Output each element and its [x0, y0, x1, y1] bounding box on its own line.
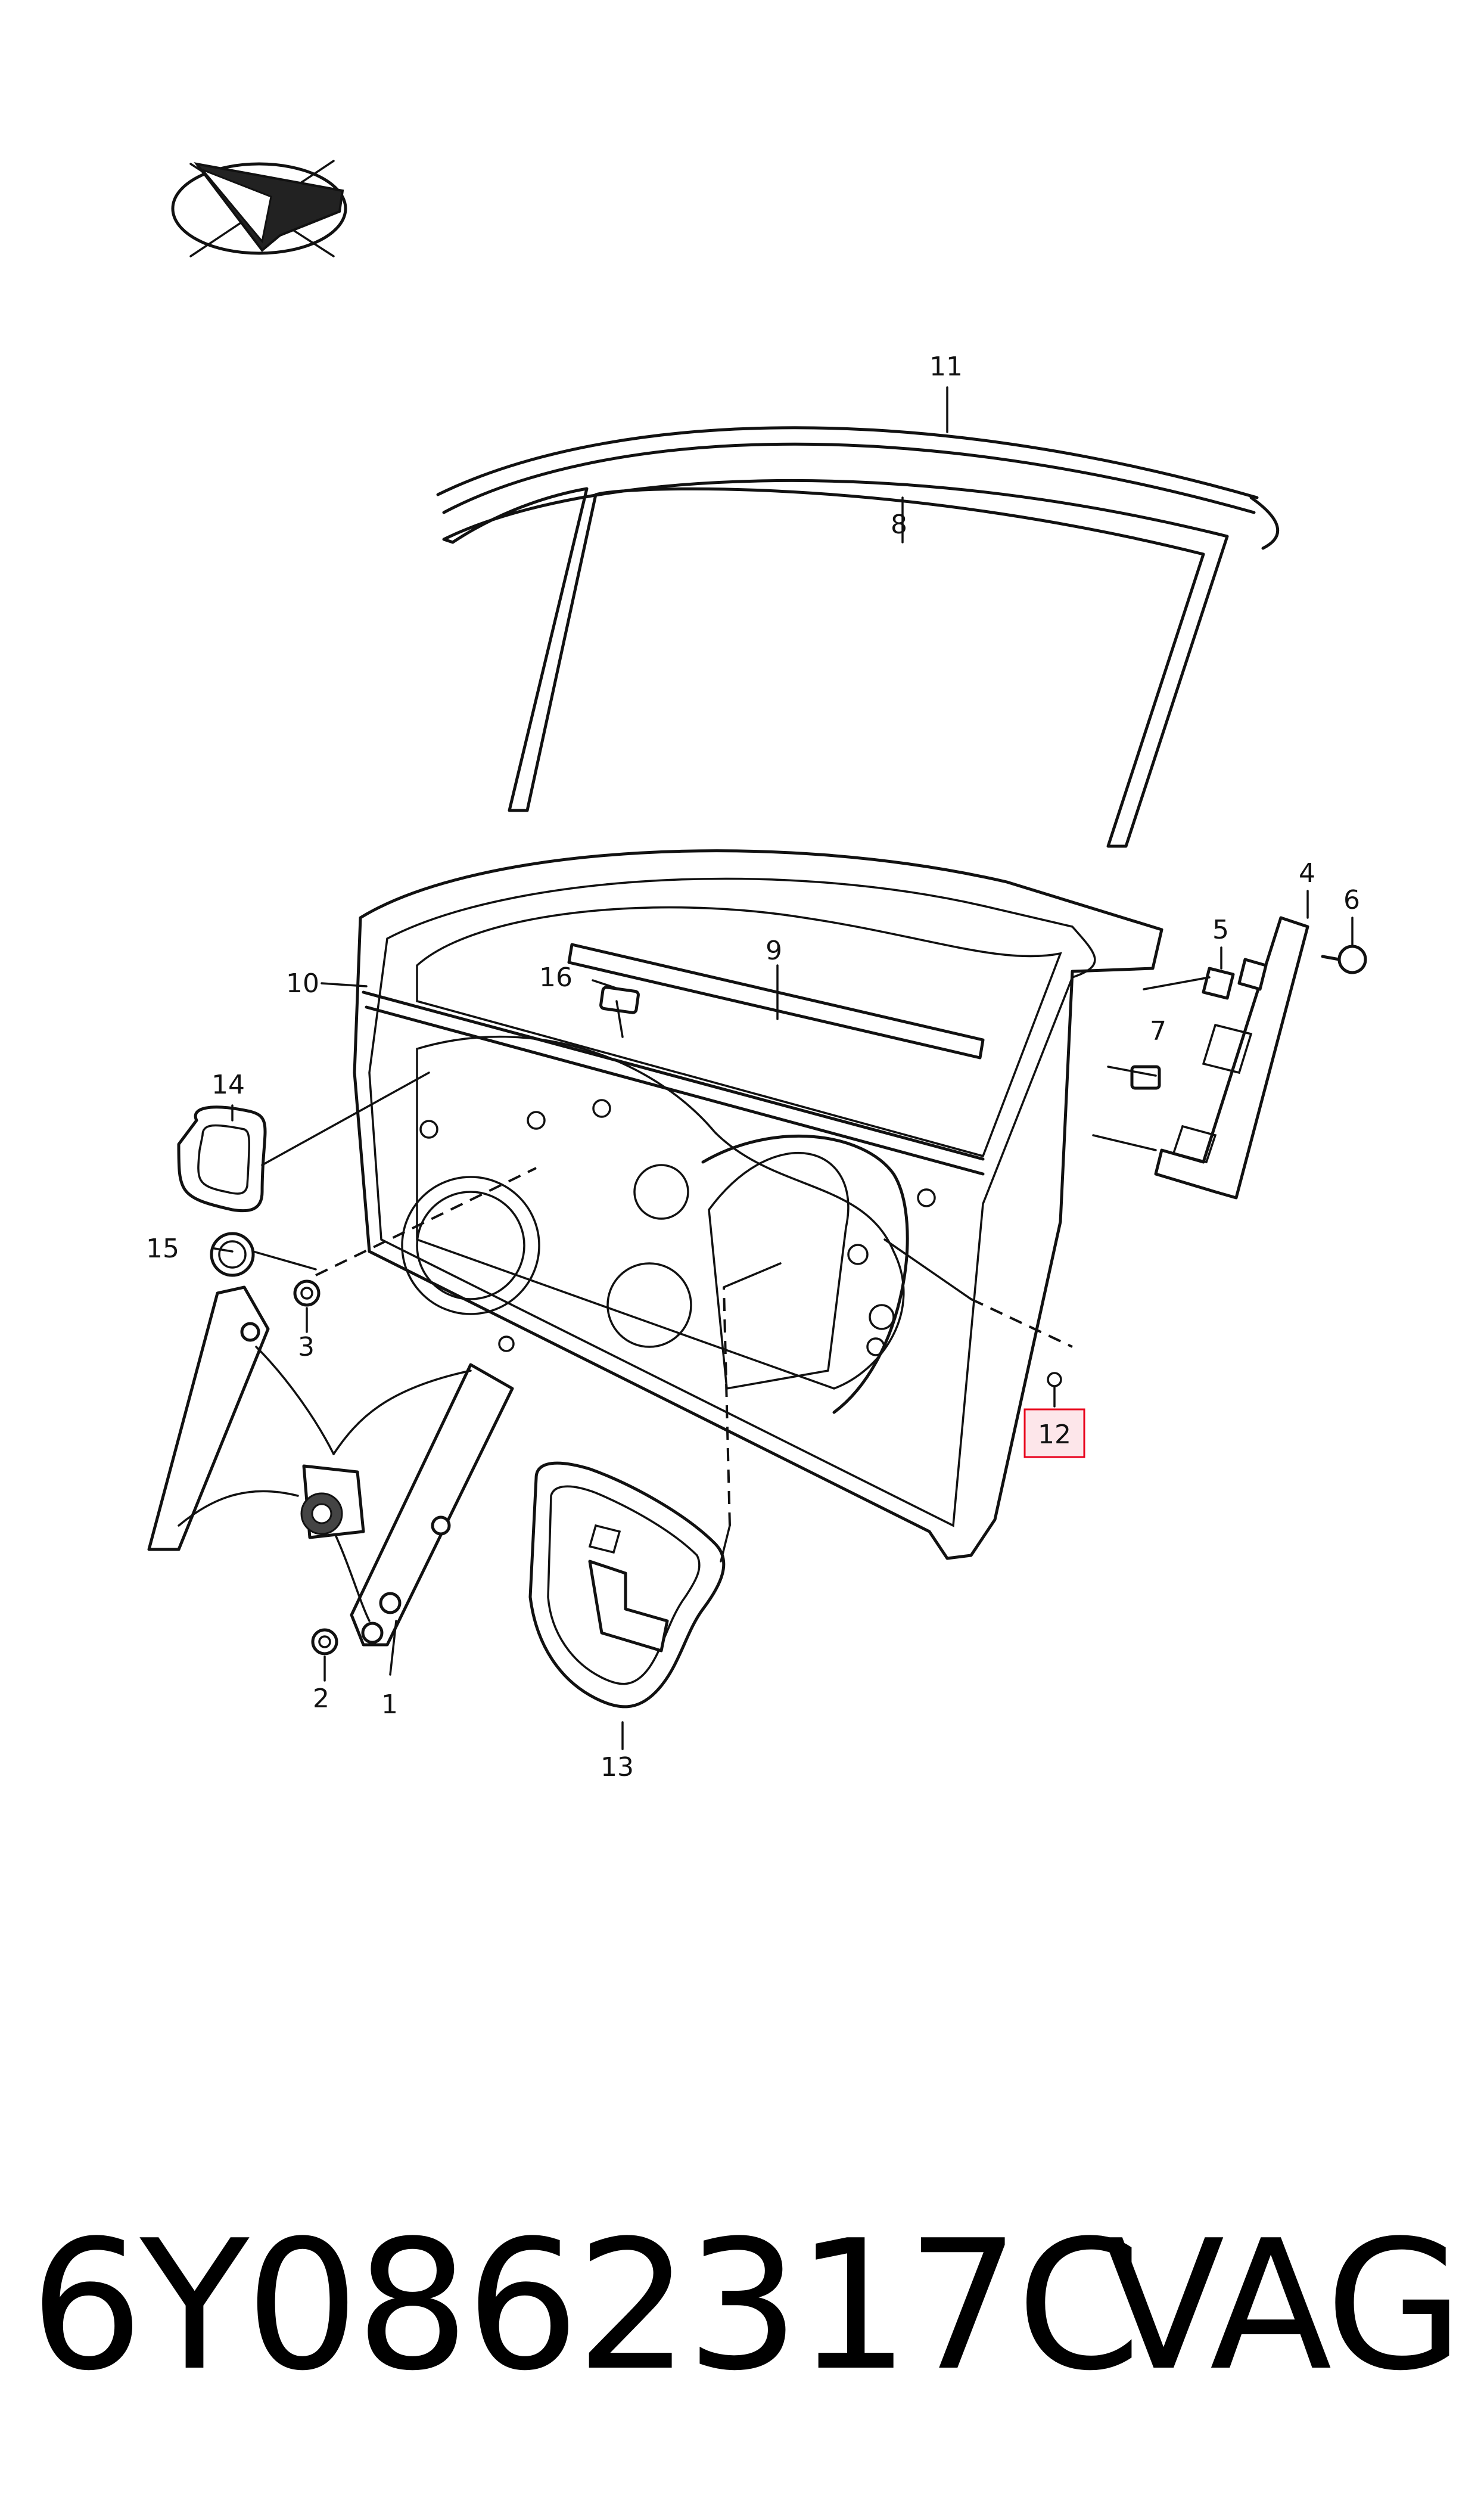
grommet-part-15	[210, 1232, 255, 1277]
callout-4: 4	[1299, 858, 1315, 889]
nut-part-3	[293, 1279, 321, 1307]
callout-15: 15	[146, 1234, 179, 1264]
window-regulator-part-1	[147, 1285, 514, 1647]
nut-part-2	[311, 1628, 338, 1655]
callout-7: 7	[1150, 1016, 1166, 1046]
callout-12: 12	[1038, 1420, 1071, 1450]
pad-part-7	[1130, 1065, 1161, 1090]
guide-rail-part-4	[1154, 916, 1309, 1200]
callout-14: 14	[211, 1070, 245, 1100]
callout-10: 10	[286, 968, 319, 999]
callout-3: 3	[298, 1332, 315, 1362]
callout-8: 8	[891, 510, 907, 540]
cover-part-14	[177, 1105, 267, 1213]
clip-part-5	[1202, 958, 1268, 1000]
callout-1: 1	[381, 1689, 398, 1720]
roof-seal-part-11	[436, 426, 1280, 550]
part-number-label: 6Y0862317C	[30, 2202, 1141, 2410]
callout-11: 11	[929, 352, 963, 382]
callout-9: 9	[766, 936, 782, 966]
orientation-arrow-icon	[171, 160, 347, 257]
callout-6: 6	[1343, 885, 1360, 915]
leader-lines	[213, 386, 1354, 1750]
door-shell	[353, 849, 1163, 1560]
callout-labels: 11 8 9 16 10 14 15 3 2 1 13 4 5 6 7 12	[146, 352, 1360, 1782]
callout-13: 13	[601, 1752, 634, 1782]
bolt-part-6	[1321, 945, 1367, 974]
window-guide-seal-part-8	[442, 479, 1229, 848]
callout-16: 16	[539, 962, 573, 993]
callout-12-highlight	[1023, 1408, 1085, 1458]
brand-label: VAG	[1102, 2202, 1464, 2410]
callout-2: 2	[313, 1684, 329, 1714]
foil-seal-part-13	[528, 1461, 726, 1709]
window-trim-part-9	[567, 943, 985, 1060]
pad-part-16	[599, 986, 640, 1014]
callout-5: 5	[1212, 915, 1229, 945]
